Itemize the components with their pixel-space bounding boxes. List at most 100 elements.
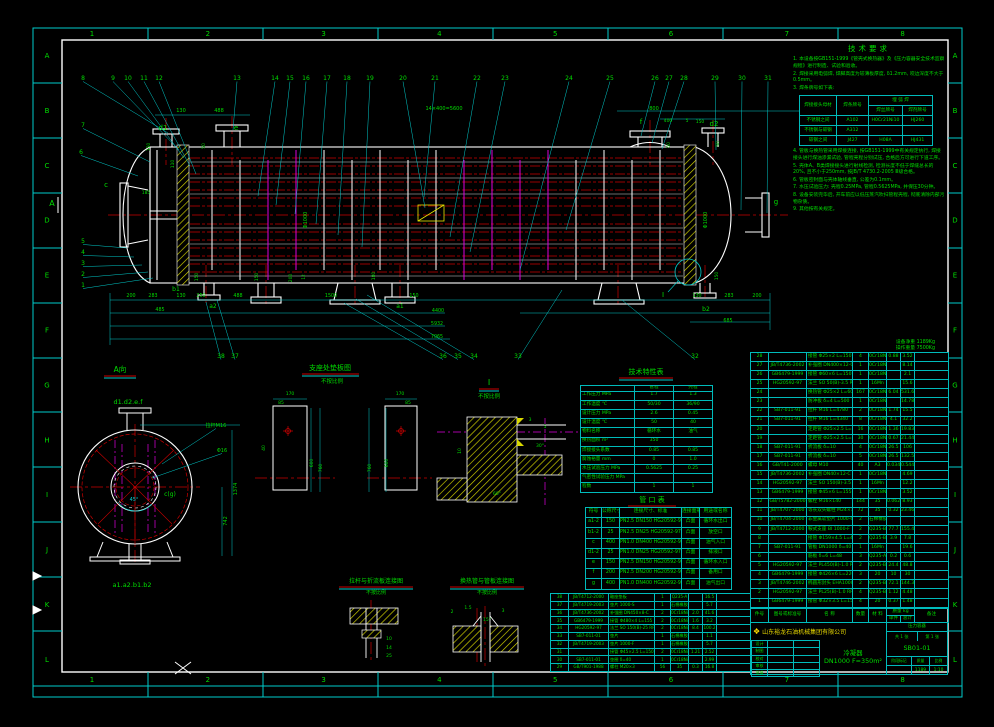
svg-text:B: B <box>45 107 50 115</box>
svg-text:130: 130 <box>176 108 186 114</box>
svg-text:C: C <box>953 162 958 170</box>
signature-grid: 设计 制图 校对 审核 批准 <box>751 639 820 678</box>
svg-text:150: 150 <box>409 293 418 299</box>
svg-text:800: 800 <box>649 106 659 112</box>
svg-text:I: I <box>954 491 956 499</box>
svg-text:15: 15 <box>286 75 294 82</box>
svg-text:D: D <box>44 217 49 225</box>
centering-marks <box>32 197 192 675</box>
svg-text:5: 5 <box>553 30 557 38</box>
svg-text:488: 488 <box>233 293 242 299</box>
svg-text:4400: 4400 <box>432 308 444 314</box>
svg-text:12: 12 <box>155 75 163 82</box>
svg-text:不按比例: 不按比例 <box>366 589 386 596</box>
svg-text:A向: A向 <box>114 364 127 374</box>
sheets-total: 共 1 张 <box>887 632 918 641</box>
svg-text:技术特性表: 技术特性表 <box>629 367 664 376</box>
svg-text:5: 5 <box>686 118 689 124</box>
svg-text:8: 8 <box>900 676 904 684</box>
technical-requirements: 技术要求 1. 本设备按GB151-1999《管壳式换热器》及《压力容器安全技术… <box>793 44 945 215</box>
svg-text:1: 1 <box>81 282 85 289</box>
svg-text:37: 37 <box>231 353 239 360</box>
company-row: ❖ 山东裕龙石油机械集团有限公司 压力容器 共 1 张 第 1 张 <box>750 623 948 641</box>
svg-text:b2: b2 <box>702 306 710 313</box>
svg-text:I: I <box>488 378 490 387</box>
svg-text:23: 23 <box>501 75 509 82</box>
svg-text:d1.d2.e.f: d1.d2.e.f <box>113 398 143 406</box>
svg-text:24: 24 <box>565 75 573 82</box>
svg-text:J: J <box>45 546 48 554</box>
drawing-title: 冷凝器 DN1000 F=350m² <box>820 640 887 674</box>
pad-hole-marks <box>283 426 406 436</box>
svg-text:27: 27 <box>665 75 673 82</box>
svg-text:16: 16 <box>302 75 310 82</box>
vessel-class: 压力容器 <box>887 623 947 632</box>
svg-text:60°: 60° <box>493 491 501 497</box>
svg-text:L: L <box>953 656 957 664</box>
svg-text:Φ1000: Φ1000 <box>303 212 309 229</box>
svg-text:8: 8 <box>81 75 85 82</box>
svg-text:b1: b1 <box>172 286 180 293</box>
svg-text:1: 1 <box>90 30 94 38</box>
svg-text:a1.a2.b1.b2: a1.a2.b1.b2 <box>113 581 152 589</box>
baffles-magenta <box>267 150 549 280</box>
tubesheet-right <box>683 144 697 286</box>
svg-text:7: 7 <box>785 676 789 684</box>
svg-text:250: 250 <box>196 293 205 299</box>
svg-text:600: 600 <box>384 459 390 468</box>
svg-text:Φ1000: Φ1000 <box>703 212 709 229</box>
svg-text:3: 3 <box>81 260 85 267</box>
svg-text:21: 21 <box>431 75 439 82</box>
svg-text:85: 85 <box>405 400 411 406</box>
svg-text:31: 31 <box>764 75 772 82</box>
svg-text:5932: 5932 <box>431 321 443 327</box>
weld-header-flux: 焊剂牌号 <box>901 105 934 117</box>
svg-text:I: I <box>46 491 48 499</box>
svg-text:760: 760 <box>318 464 324 473</box>
svg-text:4: 4 <box>437 676 442 684</box>
svg-text:200: 200 <box>288 274 294 283</box>
svg-text:2: 2 <box>206 30 210 38</box>
svg-text:180: 180 <box>371 272 377 281</box>
svg-text:45°: 45° <box>130 497 139 503</box>
detail-circle-I <box>674 258 702 286</box>
svg-text:2: 2 <box>206 676 210 684</box>
svg-text:22: 22 <box>473 75 481 82</box>
dimension-lines <box>109 110 817 556</box>
nozzle-table: 符号 公称尺寸 连接尺寸、标准 连接面形式 用途或名称 a1-2150PN2.5… <box>585 506 732 590</box>
svg-text:185: 185 <box>142 190 151 196</box>
svg-text:d2: d2 <box>710 120 719 128</box>
svg-text:5: 5 <box>81 238 85 245</box>
svg-text:不按比例: 不按比例 <box>478 392 501 400</box>
svg-text:85: 85 <box>278 400 284 406</box>
svg-text:26: 26 <box>651 75 659 82</box>
title-underlines <box>104 373 676 590</box>
svg-text:7065: 7065 <box>431 334 443 340</box>
svg-text:C: C <box>45 162 50 170</box>
svg-text:150: 150 <box>254 273 260 282</box>
svg-text:不按比例: 不按比例 <box>477 589 497 596</box>
svg-text:10: 10 <box>457 448 463 454</box>
svg-text:7: 7 <box>81 122 85 129</box>
svg-text:4: 4 <box>81 249 85 256</box>
svg-text:换热管与管板连接图: 换热管与管板连接图 <box>460 577 514 585</box>
svg-text:742: 742 <box>223 516 229 526</box>
svg-text:150: 150 <box>194 273 200 282</box>
svg-text:3: 3 <box>321 676 325 684</box>
svg-text:d1: d1 <box>159 124 168 132</box>
notes-list-b: 4. 管板与换热管采用焊接连接, 按GB151-1999中有关规定执行, 焊接接… <box>793 149 945 213</box>
tie-rod-baffle-detail <box>349 607 399 658</box>
sheet-page: 第 1 张 <box>925 634 940 639</box>
company-logo-icon: ❖ <box>753 627 761 636</box>
svg-text:30°: 30° <box>536 443 544 449</box>
svg-text:L: L <box>45 656 49 664</box>
svg-text:283: 283 <box>148 293 157 299</box>
svg-text:4: 4 <box>437 30 442 38</box>
svg-text:200: 200 <box>126 293 135 299</box>
detail-I <box>436 416 566 503</box>
weld-header-base: 焊接接头母材 <box>799 95 837 117</box>
tubesheet-left <box>176 144 190 286</box>
